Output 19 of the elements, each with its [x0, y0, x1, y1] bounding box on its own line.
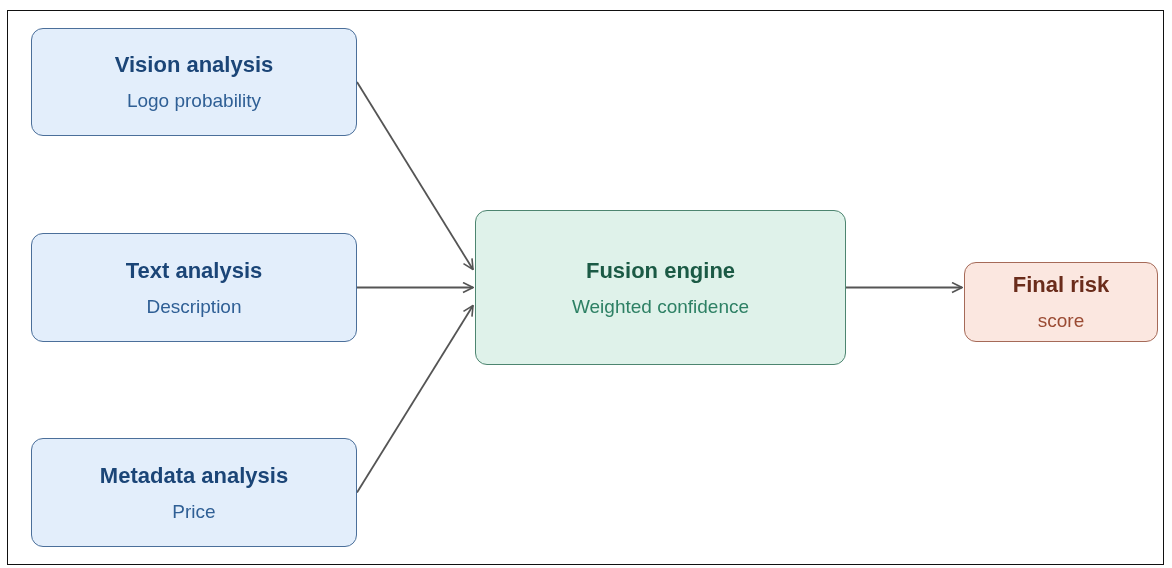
node-title: Fusion engine [585, 257, 736, 284]
arrow [356, 304, 474, 494]
node-subtitle: Weighted confidence [571, 295, 750, 318]
fusion-box [475, 210, 846, 365]
node-subtitle: Price [172, 500, 216, 523]
node-title: Text analysis [125, 257, 263, 284]
node-title: Vision analysis [114, 52, 274, 78]
analysis-box [31, 233, 357, 342]
analysis-box [31, 28, 357, 136]
arrow [356, 281, 474, 294]
analysis-box [31, 438, 357, 547]
node-subtitle: score [1037, 310, 1085, 332]
arrow [845, 281, 963, 294]
node-title: Metadata analysis [99, 462, 289, 489]
arrow [356, 81, 474, 271]
node-subtitle: Description [146, 295, 242, 318]
node-title: Final risk [1012, 272, 1110, 298]
node-subtitle: Logo probability [126, 90, 262, 112]
result-box [964, 262, 1158, 342]
